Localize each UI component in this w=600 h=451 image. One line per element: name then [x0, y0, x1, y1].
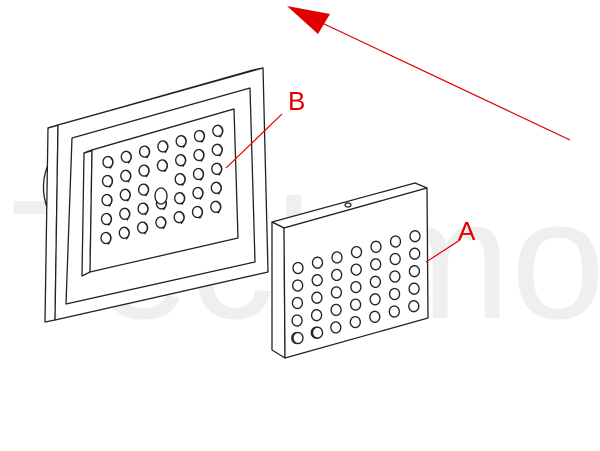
hole	[291, 314, 303, 327]
hole	[291, 296, 304, 310]
hole	[350, 280, 362, 294]
nozzle-tip	[198, 186, 204, 200]
arrow-up-left-icon	[287, 6, 571, 141]
nozzle-tip	[143, 221, 148, 235]
hole	[330, 321, 342, 334]
plate-a-top-hole	[344, 202, 352, 208]
hole	[349, 315, 361, 329]
hole	[370, 240, 382, 253]
nozzle-tip	[107, 212, 112, 226]
hole	[330, 286, 343, 299]
hole	[408, 300, 420, 313]
nozzle-tip	[106, 231, 112, 245]
hole	[388, 305, 400, 318]
part-b	[42, 67, 269, 323]
leader-a	[425, 239, 461, 263]
hole	[408, 265, 421, 278]
nozzle-tip	[108, 174, 113, 188]
nozzle-tip	[145, 145, 150, 159]
hole	[349, 298, 362, 311]
nozzle-tip	[125, 207, 131, 221]
nozzle-grid-b	[100, 124, 224, 245]
nozzle-tip	[200, 129, 205, 143]
part-a	[271, 182, 429, 359]
hole	[350, 245, 363, 259]
nozzle-tip	[198, 205, 203, 219]
hole	[389, 252, 401, 266]
nozzle-tip	[163, 140, 169, 154]
hole	[409, 230, 421, 243]
hole	[310, 309, 323, 322]
hole	[369, 293, 381, 306]
nozzle-tip	[124, 226, 130, 240]
hole	[408, 282, 420, 295]
nozzle-tip	[217, 162, 223, 176]
nozzle-tip	[217, 143, 223, 157]
hole	[369, 310, 381, 323]
hole	[292, 331, 304, 345]
hole	[311, 291, 323, 304]
nozzle-tip	[199, 148, 205, 162]
hole	[331, 251, 343, 264]
nozzle-tip	[107, 193, 113, 207]
nozzle-tip	[181, 154, 187, 168]
hole	[311, 274, 323, 287]
nozzle-tip	[179, 211, 185, 225]
hole	[389, 270, 401, 283]
nozzle-tip	[180, 173, 186, 187]
hole	[389, 235, 402, 248]
hole	[292, 279, 304, 292]
nozzle-tip	[144, 183, 149, 197]
nozzle-tip	[144, 164, 150, 178]
nozzle-tip	[199, 167, 204, 181]
nozzle-tip	[218, 124, 224, 138]
nozzle-tip	[216, 200, 222, 214]
hole-grid-a	[291, 230, 421, 345]
hole	[409, 247, 421, 260]
nozzle-tip	[163, 159, 168, 173]
leader-b	[225, 113, 283, 169]
nozzle-tip	[216, 181, 222, 195]
hole	[369, 275, 382, 288]
center-nozzle	[154, 187, 168, 205]
hole	[331, 268, 343, 282]
label-a: A	[458, 216, 476, 246]
hole	[292, 261, 304, 275]
hole	[330, 303, 342, 317]
nozzle-tip	[126, 150, 132, 164]
hole	[388, 287, 401, 301]
nozzle-tip	[126, 169, 132, 183]
label-b: B	[288, 86, 305, 116]
nozzle-tip	[180, 192, 186, 206]
hole	[370, 258, 382, 271]
plate-a-side	[271, 221, 286, 359]
nozzle-tip	[181, 135, 187, 149]
hole	[350, 263, 362, 276]
nozzle-tip	[161, 216, 167, 230]
hole	[311, 326, 324, 339]
hole	[311, 256, 324, 269]
nozzle-tip	[108, 155, 114, 169]
nozzle-tip	[125, 188, 131, 202]
nozzle-tip	[143, 202, 149, 216]
